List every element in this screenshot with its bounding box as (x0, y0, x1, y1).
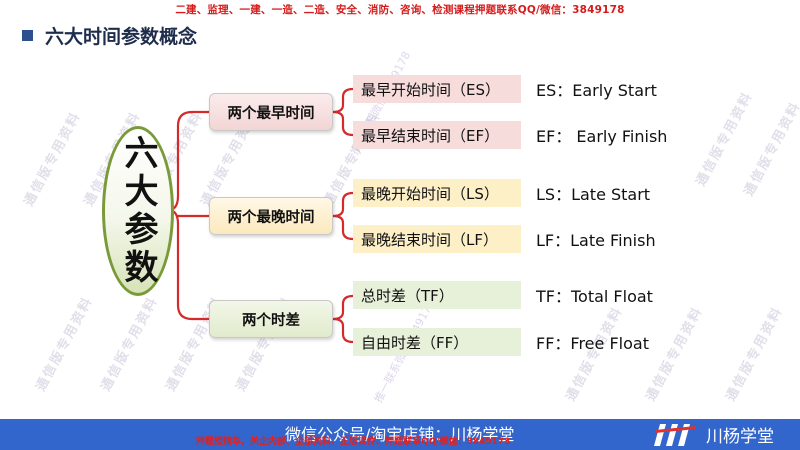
page-title: 六大时间参数概念 (45, 25, 198, 48)
leaf-ef: 最早结束时间（EF） (353, 121, 521, 149)
top-banner: 二建、监理、一建、一造、二造、安全、消防、咨询、检测课程押题联系QQ/微信：38… (175, 4, 625, 16)
logo-text: 川杨学堂 (706, 427, 774, 447)
abbr-ff: FF：Free Float (536, 334, 649, 353)
abbr-tf: TF：Total Float (536, 287, 653, 306)
group-node-earliest: 两个最早时间 (209, 93, 333, 131)
leaf-lf: 最晚结束时间（LF） (353, 225, 521, 253)
abbr-ls: LS：Late Start (536, 185, 651, 204)
footer-channel-text: 微信公众号/淘宝店铺：川杨学堂 (285, 425, 515, 444)
abbr-ef: EF： Early Finish (536, 127, 668, 146)
group-3-bracket (332, 294, 355, 344)
abbr-es: ES：Early Start (536, 81, 657, 100)
leaf-es: 最早开始时间（ES） (353, 75, 521, 103)
root-label: 六大参数 (118, 135, 158, 287)
group-node-float: 两个时差 (209, 300, 333, 338)
group-2-bracket (332, 191, 355, 241)
abbr-lf: LF：Late Finish (536, 231, 656, 250)
leaf-tf: 总时差（TF） (353, 281, 521, 309)
group-1-bracket (332, 87, 355, 137)
square-bullet-icon (22, 29, 33, 41)
chuanyang-logo-icon (654, 424, 696, 446)
leaf-ff: 自由时差（FF） (353, 328, 521, 356)
footer-promo-text: 押题授精华，关企内部、全部资料、正版课件、押题联系QQ/微信：3849178 (196, 437, 511, 447)
title-row: 六大时间参数概念 (22, 24, 198, 48)
leaf-ls: 最晚开始时间（LS） (353, 179, 521, 207)
root-node: 六大参数 (102, 126, 174, 296)
group-node-latest: 两个最晚时间 (209, 197, 333, 235)
